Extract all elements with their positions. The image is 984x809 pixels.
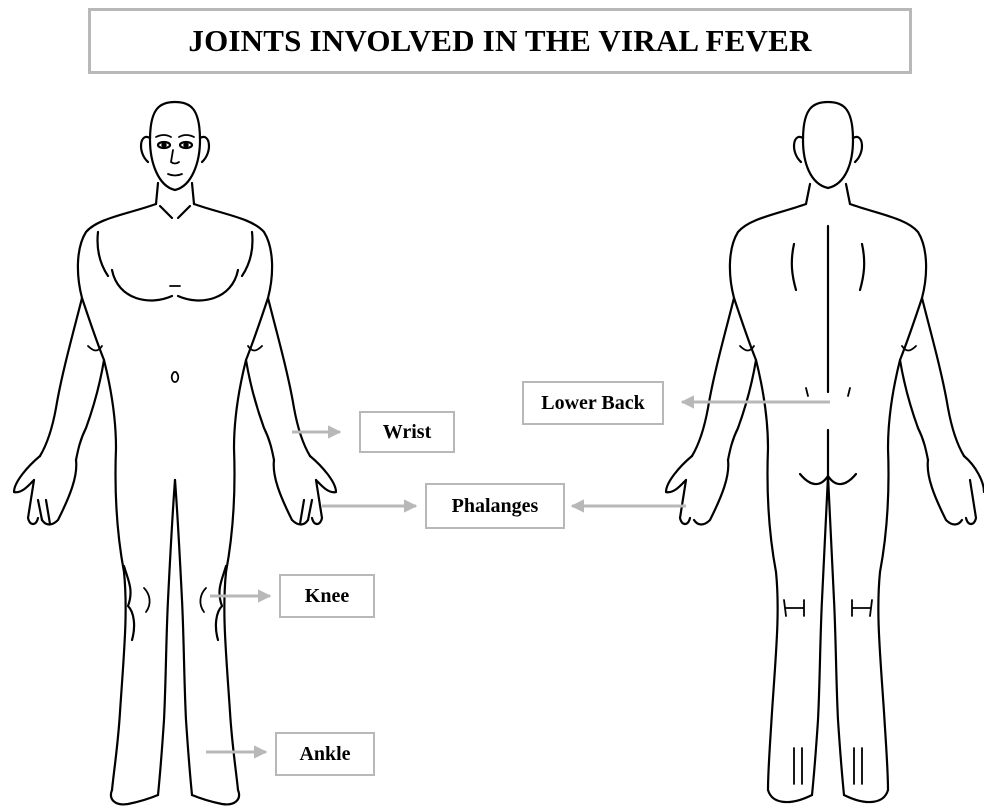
ankle-label: Ankle (275, 732, 375, 776)
lower-back-label: Lower Back (522, 381, 664, 425)
ankle-label-text: Ankle (299, 743, 350, 766)
knee-label: Knee (279, 574, 375, 618)
wrist-label: Wrist (359, 411, 455, 453)
phalanges-label: Phalanges (425, 483, 565, 529)
front-body-figure (14, 102, 336, 804)
back-body-figure (666, 102, 984, 802)
wrist-label-text: Wrist (383, 421, 432, 444)
phalanges-label-text: Phalanges (452, 495, 539, 518)
lower-back-label-text: Lower Back (541, 392, 645, 415)
knee-label-text: Knee (305, 585, 349, 608)
